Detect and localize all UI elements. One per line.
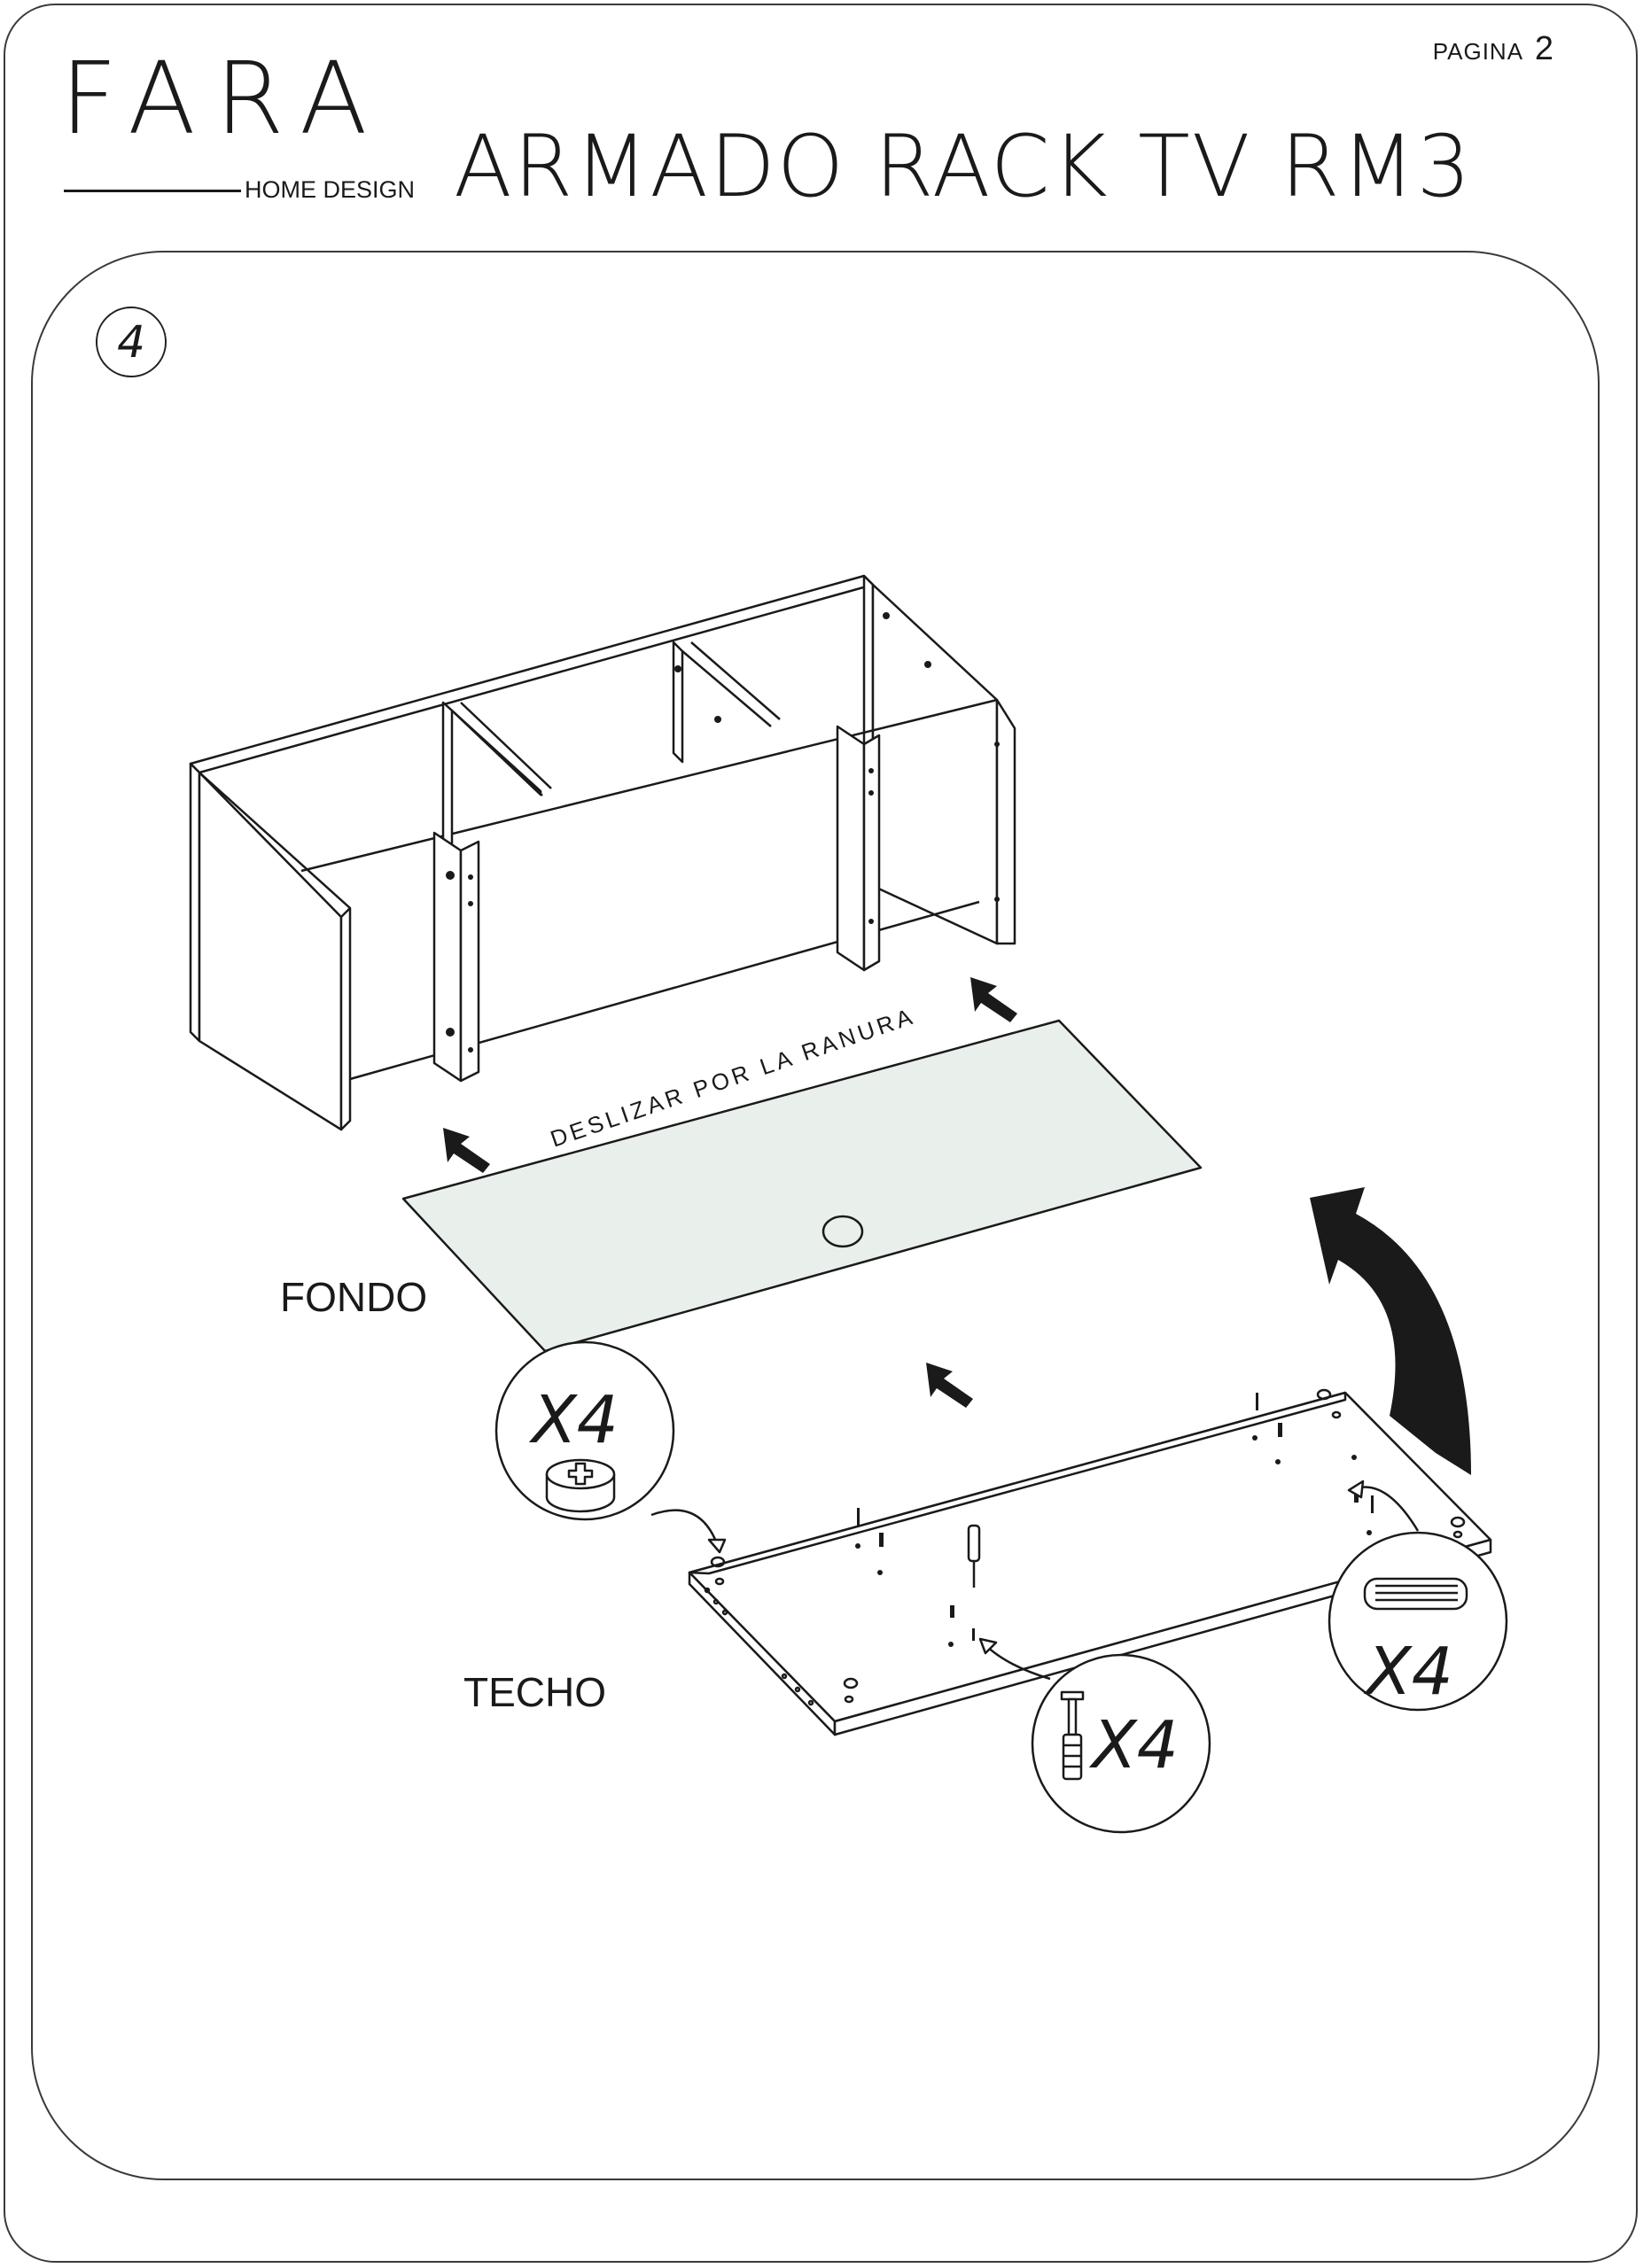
screwdriver-icon [967,1524,981,1588]
page-number-value: 2 [1534,30,1554,67]
arrow-icon [443,1128,490,1173]
brand-logo: FARA HOME DESIGN [60,50,415,209]
cam-bolt-icon [1060,1690,1085,1781]
step-number: 4 [96,307,167,377]
page-label: PAGINA [1432,38,1522,65]
step-frame [31,251,1600,2180]
brand-underline [64,190,241,192]
fondo-panel [401,1019,1203,1353]
page-border [4,4,1638,2263]
cabinet-carcass [189,574,1016,1131]
arrow-icon [970,977,1017,1022]
arrow-icon [926,1363,973,1408]
wood-dowel-icon [1363,1577,1468,1611]
dowel-quantity: X4 [1363,1634,1453,1710]
cam-lock-callout [494,1340,727,1554]
cam-lock-quantity: X4 [528,1382,619,1458]
brand-subtitle: HOME DESIGN [245,176,416,203]
techo-panel [688,1388,1492,1736]
fondo-label: FONDO [280,1274,428,1320]
techo-label: TECHO [463,1669,606,1715]
flip-arrow-icon [1310,1187,1471,1475]
brand-name: FARA [60,42,387,157]
page-title: ARMADO RACK TV RM3 [454,117,1473,216]
page-number: PAGINA 2 [1433,30,1554,68]
cam-bolt-quantity: X4 [1088,1707,1179,1783]
cam-bolt-callout [978,1637,1211,1834]
cam-bolt-icon [857,1393,1374,1641]
dowel-callout [1328,1480,1508,1712]
cam-lock-icon [545,1458,616,1513]
